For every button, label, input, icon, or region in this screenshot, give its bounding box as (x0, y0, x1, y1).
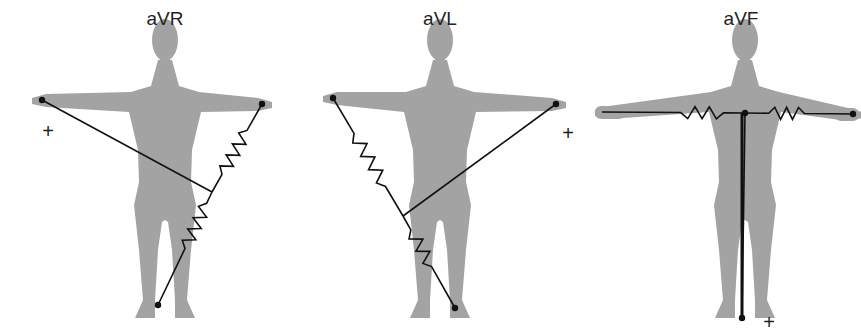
polarity-sign: + (562, 123, 574, 143)
wire (42, 100, 212, 192)
lead-name: aVL (423, 9, 457, 28)
polarity-sign: + (763, 312, 775, 332)
wire (403, 104, 556, 216)
resistor-symbol (403, 216, 455, 308)
electrode-dot (155, 302, 161, 308)
resistor-symbol (212, 104, 262, 192)
wire (742, 113, 745, 318)
body-silhouette (32, 60, 272, 318)
polarity-sign: + (42, 121, 54, 141)
lead-wires (42, 98, 853, 318)
resistor-symbol (158, 192, 212, 305)
body-silhouettes (32, 19, 861, 318)
electrode-dot (330, 95, 336, 101)
resistor-symbol (333, 98, 403, 216)
lead-name: aVF (724, 9, 759, 28)
electrode-dot (259, 101, 265, 107)
lead-wire (741, 113, 744, 318)
lead-name: aVR (147, 9, 184, 28)
body-silhouette (595, 60, 861, 318)
electrode-dot (452, 305, 458, 311)
resistor-symbol (602, 107, 745, 119)
electrode-dot (553, 101, 559, 107)
resistor-symbol (745, 107, 853, 119)
electrode-dot (39, 97, 45, 103)
body-silhouette (323, 60, 566, 318)
electrode-dot (850, 111, 856, 117)
